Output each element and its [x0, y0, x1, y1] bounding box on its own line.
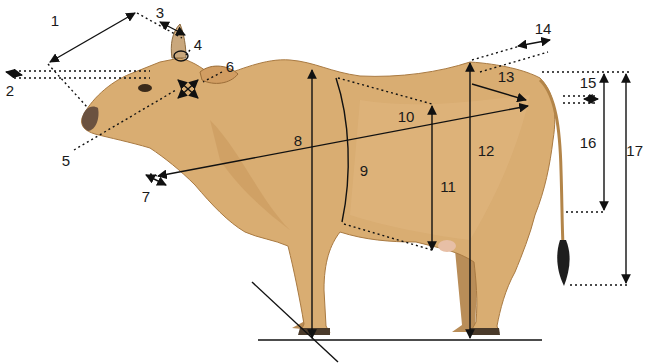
girth-curve [336, 78, 348, 222]
measure-arrow [431, 106, 432, 250]
leader-line [338, 78, 432, 104]
measure-arrow [625, 74, 626, 283]
measure-arrow [311, 70, 312, 338]
leader-line [186, 50, 190, 55]
callout-number: 14 [534, 21, 553, 36]
leader-line [570, 284, 630, 285]
tail [540, 80, 563, 245]
measure-arrow [603, 74, 604, 210]
eye [138, 84, 152, 92]
leader-line [563, 102, 596, 103]
ground-slant [252, 282, 338, 362]
callout-number: 7 [141, 189, 151, 204]
callout-number: 1 [50, 13, 60, 28]
callout-number: 10 [397, 109, 416, 124]
callout-number: 8 [293, 133, 303, 148]
leader-line [563, 95, 596, 96]
cow-shading [210, 120, 290, 230]
leader-line [74, 90, 176, 150]
tail-switch [557, 240, 569, 286]
leader-line [150, 174, 158, 176]
leader-line [542, 71, 630, 72]
udder [438, 240, 456, 252]
measure-lines [6, 13, 630, 362]
measure-arrow [469, 63, 470, 338]
leader-line [203, 72, 222, 82]
callout-number: 15 [579, 75, 598, 90]
callout-number: 11 [439, 179, 457, 194]
callout-number: 2 [5, 83, 15, 98]
horn-circle [174, 51, 188, 61]
measure-arrow [50, 13, 135, 62]
measure-arrow [518, 40, 550, 46]
callout-number: 5 [61, 153, 71, 168]
leader-line [472, 46, 520, 60]
leader-line [566, 211, 606, 212]
measure-arrow [6, 72, 22, 75]
leader-line [14, 77, 150, 78]
ground-line [258, 339, 542, 340]
callout-number: 17 [625, 143, 644, 158]
hoof [468, 328, 500, 335]
measure-arrow [178, 80, 198, 98]
callout-number: 16 [579, 135, 598, 150]
callout-number: 4 [193, 37, 203, 52]
callout-number: 6 [225, 59, 235, 74]
measure-arrow [472, 84, 526, 100]
measure-arrow [584, 98, 598, 99]
leader-line [344, 224, 432, 250]
measure-arrow [160, 22, 185, 35]
callout-number: 12 [477, 143, 496, 158]
leader-line [14, 70, 150, 71]
cow-shading [350, 95, 530, 240]
measure-arrow [158, 106, 528, 176]
measure-arrow [178, 80, 198, 98]
muzzle [82, 106, 99, 131]
callout-number: 3 [155, 5, 165, 20]
callout-number: 13 [497, 69, 516, 84]
callout-number: 9 [359, 163, 369, 178]
measure-arrow [146, 175, 166, 185]
cow-body [82, 58, 555, 333]
